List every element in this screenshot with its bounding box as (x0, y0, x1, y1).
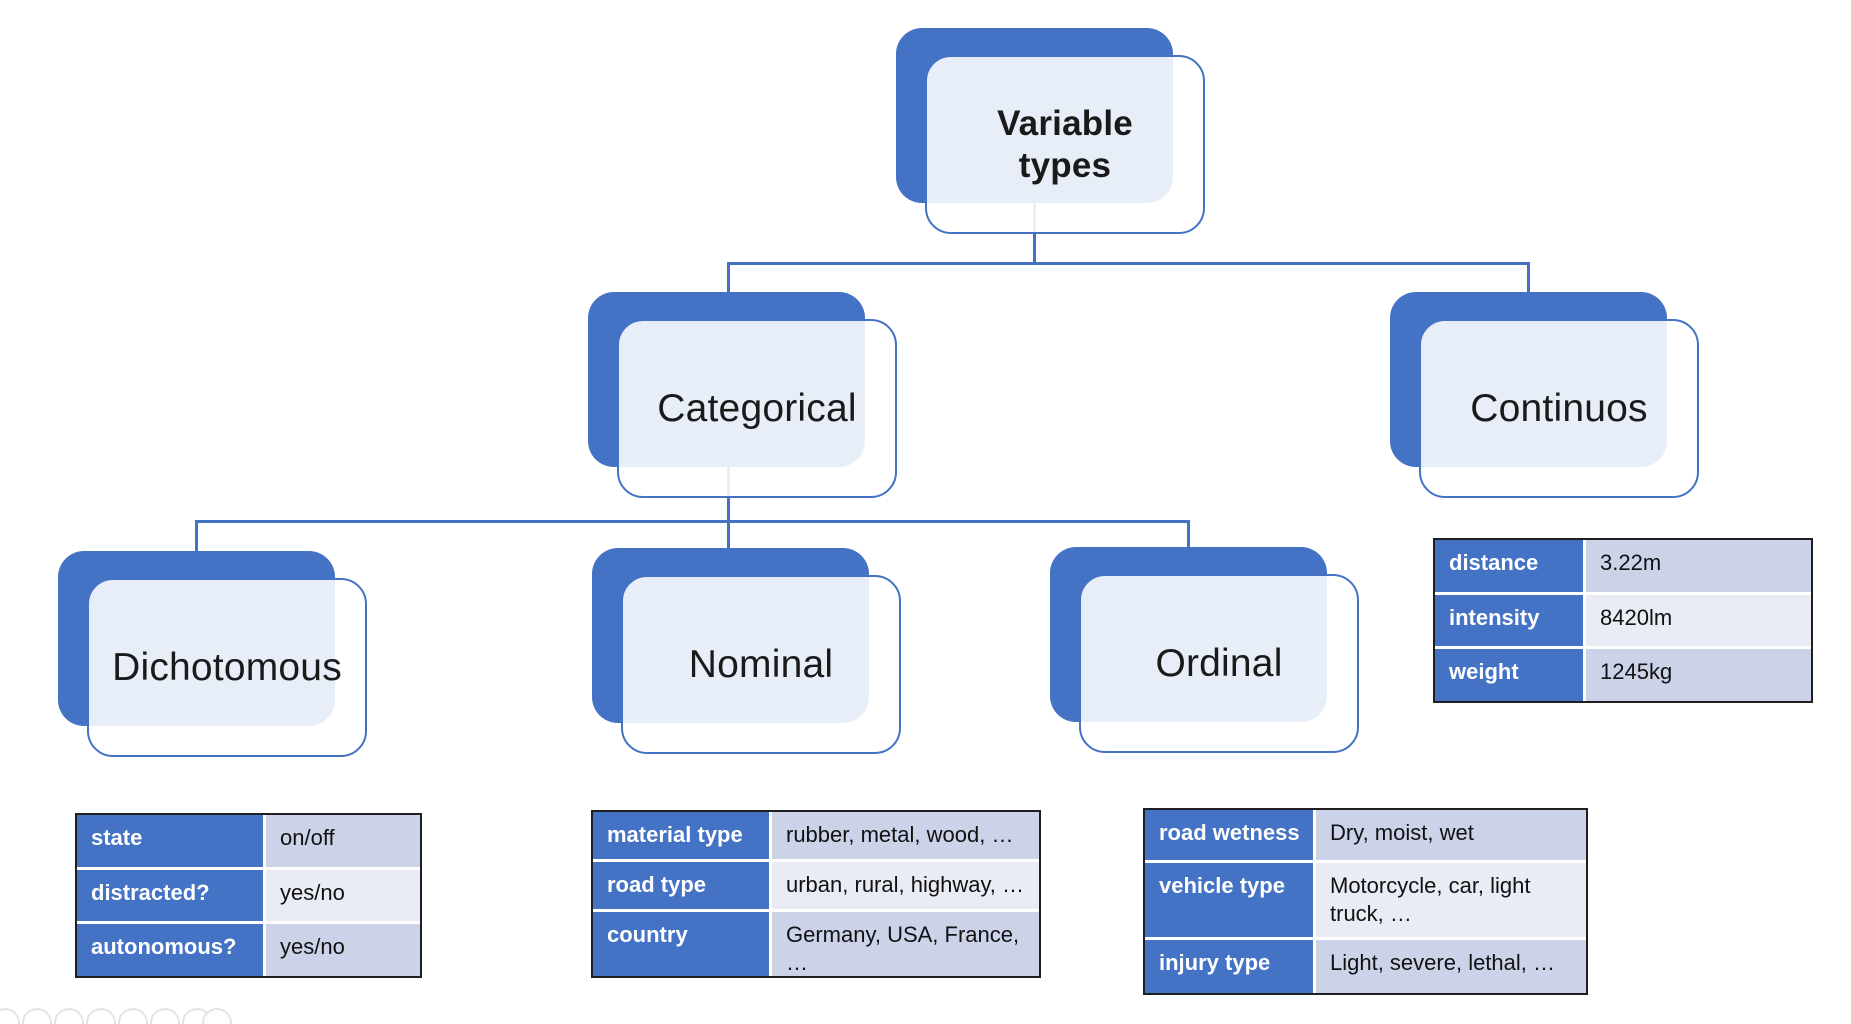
placeholder-icon[interactable] (118, 1008, 148, 1024)
node-face-shape: Ordinal (1079, 574, 1359, 753)
node-label: Ordinal (1155, 641, 1283, 685)
node-nominal: Nominal (592, 548, 901, 754)
connector-level1-branch (727, 262, 1529, 265)
dichotomous-examples-table: state on/off distracted? yes/no autonomo… (75, 813, 422, 978)
node-face-shape: Dichotomous (87, 578, 367, 757)
table-label-cell: vehicle type (1145, 863, 1313, 937)
ordinal-examples-table: road wetness Dry, moist, wet vehicle typ… (1143, 808, 1588, 995)
connector-level2-branch (195, 520, 1189, 523)
node-face-shape: Variable types (925, 55, 1205, 234)
table-label-cell: country (593, 912, 769, 976)
continuos-examples-table: distance 3.22m intensity 8420lm weight 1… (1433, 538, 1813, 703)
node-label: Continuos (1470, 386, 1648, 430)
node-continuos: Continuos (1390, 292, 1699, 498)
placeholder-icon[interactable] (202, 1008, 232, 1024)
table-label-cell: distance (1435, 540, 1583, 592)
table-value-cell: 1245kg (1586, 649, 1811, 701)
node-label: Variable types (997, 104, 1133, 185)
table-label-cell: autonomous? (77, 924, 263, 976)
placeholder-icon[interactable] (150, 1008, 180, 1024)
placeholder-icon[interactable] (0, 1008, 20, 1024)
node-label: Dichotomous (112, 645, 342, 689)
node-variable-types: Variable types (896, 28, 1205, 234)
placeholder-icon[interactable] (54, 1008, 84, 1024)
connector-drop-dichotomous (195, 520, 198, 554)
connector-drop-continuos (1527, 262, 1530, 294)
table-label-cell: road wetness (1145, 810, 1313, 860)
node-label: Categorical (657, 386, 857, 430)
table-label-cell: state (77, 815, 263, 867)
connector-drop-ordinal (1187, 520, 1190, 550)
table-value-cell: Motorcycle, car, light truck, … (1316, 863, 1586, 937)
table-label-cell: weight (1435, 649, 1583, 701)
table-value-cell: Germany, USA, France, … (772, 912, 1039, 976)
node-dichotomous: Dichotomous (58, 551, 367, 757)
node-label: Nominal (688, 642, 834, 686)
table-label-cell: material type (593, 812, 769, 859)
table-value-cell: 3.22m (1586, 540, 1811, 592)
table-label-cell: distracted? (77, 869, 263, 922)
connector-categorical-stem (727, 467, 730, 550)
nominal-examples-table: material type rubber, metal, wood, … roa… (591, 810, 1041, 978)
table-value-cell: on/off (266, 815, 420, 867)
table-value-cell: urban, rural, highway, … (772, 862, 1039, 909)
table-label-cell: road type (593, 862, 769, 909)
connector-drop-categorical (727, 262, 730, 294)
table-value-cell: rubber, metal, wood, … (772, 812, 1039, 859)
node-face-shape: Categorical (617, 319, 897, 498)
table-value-cell: Light, severe, lethal, … (1316, 940, 1586, 993)
node-categorical: Categorical (588, 292, 897, 498)
table-label-cell: injury type (1145, 940, 1313, 993)
placeholder-icon[interactable] (22, 1008, 52, 1024)
table-value-cell: yes/no (266, 924, 420, 976)
table-label-cell: intensity (1435, 594, 1583, 647)
table-value-cell: yes/no (266, 869, 420, 922)
table-value-cell: 8420lm (1586, 594, 1811, 647)
node-ordinal: Ordinal (1050, 547, 1359, 753)
node-face-shape: Nominal (621, 575, 901, 754)
table-value-cell: Dry, moist, wet (1316, 810, 1586, 860)
node-face-shape: Continuos (1419, 319, 1699, 498)
placeholder-icon[interactable] (86, 1008, 116, 1024)
